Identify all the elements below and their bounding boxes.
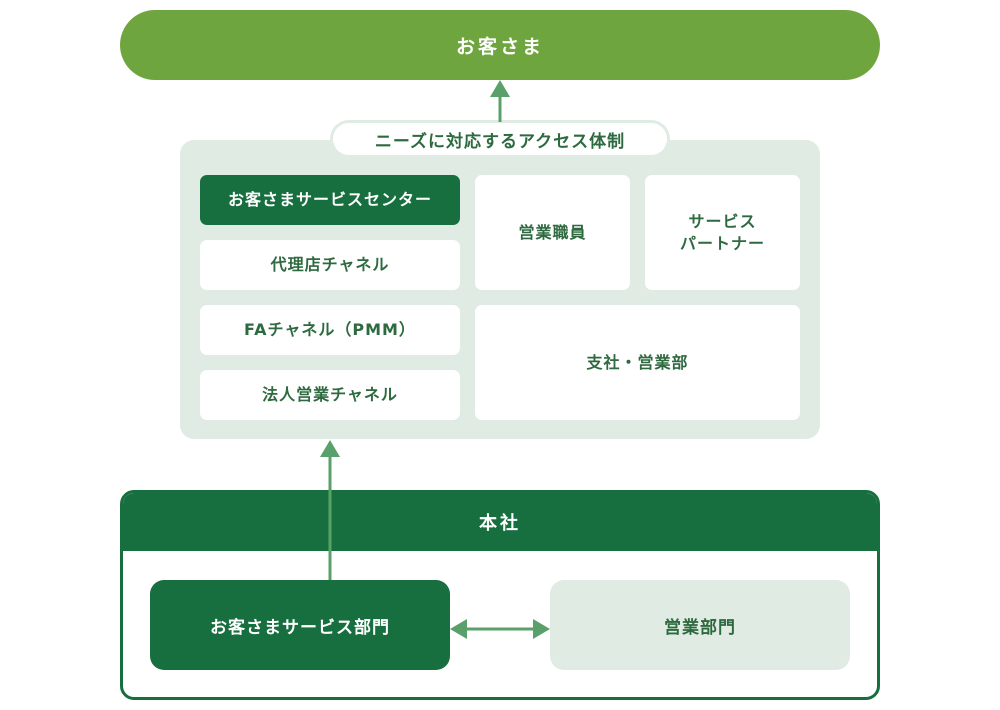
service-partner-box: サービス パートナー bbox=[645, 175, 800, 290]
customer-label: お客さま bbox=[455, 35, 544, 58]
customer-service-dept-box: お客さまサービス部門 bbox=[150, 580, 450, 670]
customer-box: お客さま bbox=[120, 10, 880, 80]
access-system-title-text: ニーズに対応するアクセス体制 bbox=[374, 131, 626, 152]
channel-label: お客さまサービスセンター bbox=[227, 190, 432, 210]
branch-box: 支社・営業部 bbox=[475, 305, 800, 420]
channel-fa-pmm: FAチャネル（PMM） bbox=[200, 305, 460, 355]
channel-customer-service-center: お客さまサービスセンター bbox=[200, 175, 460, 225]
headquarters-title: 本社 bbox=[479, 513, 521, 534]
channel-corporate-sales: 法人営業チャネル bbox=[200, 370, 460, 420]
customer-service-dept-label: お客さまサービス部門 bbox=[210, 617, 390, 638]
access-system-title: ニーズに対応するアクセス体制 bbox=[330, 120, 670, 158]
channel-label: FAチャネル（PMM） bbox=[244, 320, 416, 340]
channel-label: 法人営業チャネル bbox=[262, 385, 398, 405]
sales-dept-label: 営業部門 bbox=[664, 617, 736, 638]
sales-staff-box: 営業職員 bbox=[475, 175, 630, 290]
channel-label: 代理店チャネル bbox=[270, 255, 390, 275]
sales-dept-box: 営業部門 bbox=[550, 580, 850, 670]
sales-staff-label: 営業職員 bbox=[518, 222, 587, 242]
channel-agency: 代理店チャネル bbox=[200, 240, 460, 290]
headquarters-header: 本社 bbox=[123, 493, 877, 551]
branch-label: 支社・営業部 bbox=[586, 352, 689, 372]
service-partner-label-line1: サービス bbox=[688, 211, 757, 231]
arrow-to-customer bbox=[490, 80, 510, 122]
service-partner-label-line2: パートナー bbox=[679, 233, 765, 253]
